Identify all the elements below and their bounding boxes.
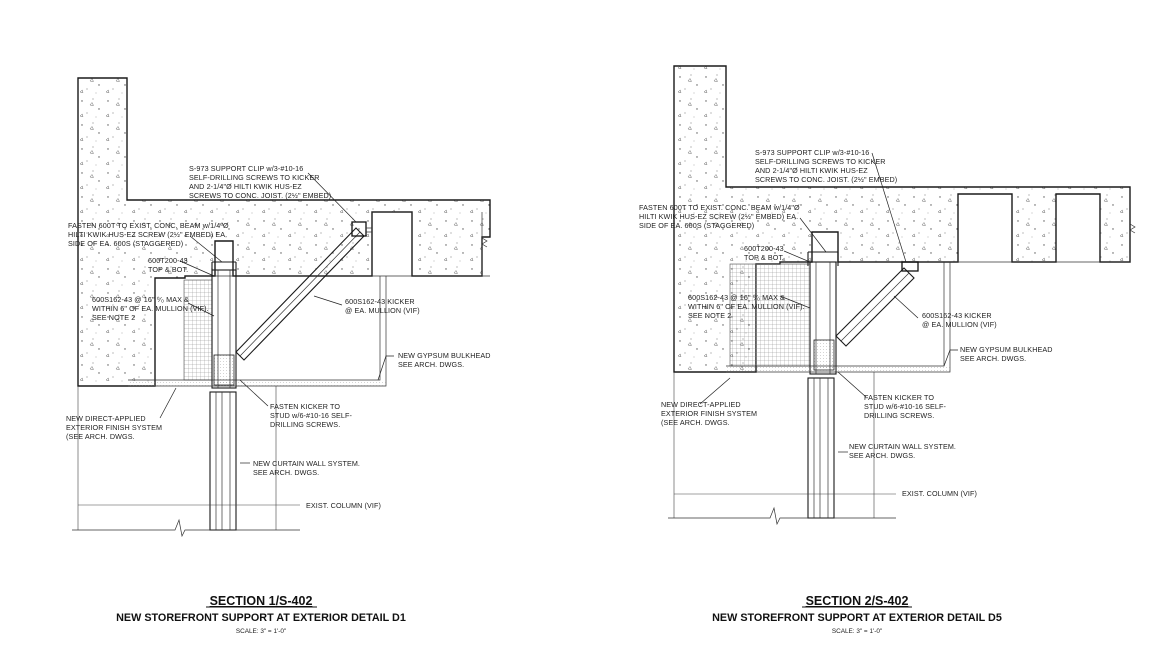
- note-track: 600T200-43 TOP & BOT.: [148, 256, 190, 274]
- note-clip: S-973 SUPPORT CLIP w/3-#10-16 SELF-DRILL…: [755, 148, 897, 184]
- note-fasten-kicker: FASTEN KICKER TO STUD w/6-#10-16 SELF- D…: [864, 393, 948, 420]
- note-fasten-kicker: FASTEN KICKER TO STUD w/6-#10-16 SELF- D…: [270, 402, 354, 429]
- kicker-connection: [813, 339, 835, 371]
- note-clip: S-973 SUPPORT CLIP w/3-#10-16 SELF-DRILL…: [189, 164, 331, 200]
- note-column: EXIST. COLUMN (VIF): [902, 489, 977, 498]
- top-track: [211, 261, 237, 276]
- note-bulkhead: NEW GYPSUM BULKHEAD SEE ARCH. DWGS.: [960, 345, 1055, 363]
- section-1-subtitle: NEW STOREFRONT SUPPORT AT EXTERIOR DETAI…: [116, 612, 406, 624]
- curtain-wall-mullion: [807, 377, 835, 519]
- slab-break-line: [481, 237, 488, 248]
- section-2-notes: S-973 SUPPORT CLIP w/3-#10-16 SELF-DRILL…: [639, 148, 1055, 498]
- stud: [211, 269, 237, 389]
- section-2-subtitle: NEW STOREFRONT SUPPORT AT EXTERIOR DETAI…: [712, 612, 1002, 624]
- note-stud: 600S162-43 @ 16" ⁰⁄₀ MAX & WITHIN 6" OF …: [688, 293, 807, 320]
- note-finish: NEW DIRECT-APPLIED EXTERIOR FINISH SYSTE…: [661, 400, 759, 427]
- section-2-title-block: SECTION 2/S-402 NEW STOREFRONT SUPPORT A…: [712, 594, 1002, 635]
- section-1-notes: S-973 SUPPORT CLIP w/3-#10-16 SELF-DRILL…: [66, 164, 493, 510]
- exterior-finish-hatch: [183, 279, 213, 381]
- column-dimension: [77, 386, 300, 530]
- section-1-title: SECTION 1/S-402: [210, 594, 313, 608]
- note-stud: 600S162-43 @ 16" ⁰⁄₀ MAX & WITHIN 6" OF …: [92, 295, 211, 322]
- note-curtain: NEW CURTAIN WALL SYSTEM. SEE ARCH. DWGS.: [253, 459, 362, 477]
- section-1-scale: SCALE: 3" = 1'-0": [236, 628, 286, 635]
- note-kicker: 600S162-43 KICKER @ EA. MULLION (VIF): [922, 311, 997, 329]
- note-column: EXIST. COLUMN (VIF): [306, 501, 381, 510]
- note-fasten-600t: FASTEN 600T TO EXIST. CONC. BEAM w/1/4"Ø…: [68, 221, 231, 248]
- section-2-detail: [668, 65, 1136, 526]
- note-curtain: NEW CURTAIN WALL SYSTEM. SEE ARCH. DWGS.: [849, 442, 958, 460]
- section-2-title: SECTION 2/S-402: [806, 594, 909, 608]
- curtain-wall-mullion: [209, 391, 237, 531]
- kicker: [835, 267, 915, 347]
- note-track: 600T200-43 TOP & BOT.: [744, 244, 786, 262]
- section-2-scale: SCALE: 3" = 1'-0": [832, 628, 882, 635]
- note-finish: NEW DIRECT-APPLIED EXTERIOR FINISH SYSTE…: [66, 414, 164, 441]
- exterior-finish-hatch: [729, 263, 811, 367]
- note-kicker: 600S162-43 KICKER @ EA. MULLION (VIF): [345, 297, 420, 315]
- column-dimension: [673, 372, 896, 518]
- slab-break-line: [1129, 223, 1136, 234]
- section-1-title-block: SECTION 1/S-402 NEW STOREFRONT SUPPORT A…: [116, 594, 406, 635]
- top-track: [807, 251, 839, 266]
- note-fasten-600t: FASTEN 600T TO EXIST. CONC. BEAM w/1/4"Ø…: [639, 203, 802, 230]
- support-clip: [901, 261, 919, 272]
- stud: [809, 261, 837, 375]
- section-1-detail: [72, 77, 491, 538]
- note-bulkhead: NEW GYPSUM BULKHEAD SEE ARCH. DWGS.: [398, 351, 493, 369]
- support-clip: [351, 221, 367, 237]
